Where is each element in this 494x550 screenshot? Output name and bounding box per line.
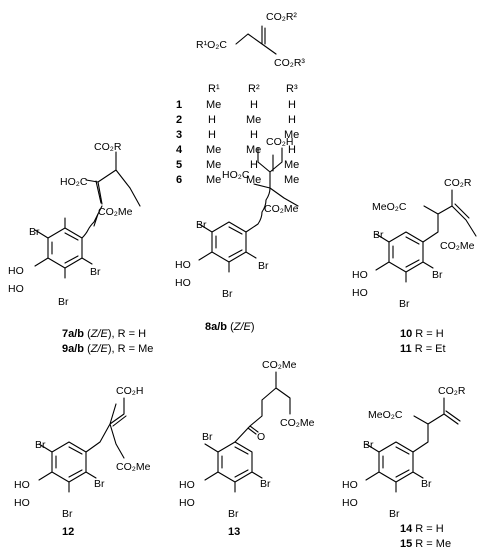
label-12: 12 <box>62 526 74 538</box>
label-14: 14 R = H <box>400 523 444 535</box>
general-structure: R¹O₂C CO₂R² CO₂R³ <box>196 11 305 69</box>
svg-text:O: O <box>257 431 265 443</box>
svg-text:Br: Br <box>35 439 46 451</box>
svg-text:CO₂Me: CO₂Me <box>280 417 315 429</box>
svg-text:CO₂H: CO₂H <box>266 136 293 148</box>
label-r1-ester: R¹O₂C <box>196 39 227 51</box>
table-row: 6 Me Me Me <box>176 174 299 186</box>
svg-text:Me: Me <box>284 159 299 171</box>
svg-text:Br: Br <box>228 508 239 520</box>
svg-text:Me: Me <box>206 174 221 186</box>
structure-13: Br HO HO Br Br O CO₂Me CO₂Me <box>179 359 315 520</box>
svg-text:CO₂Me: CO₂Me <box>440 240 475 252</box>
svg-text:Me: Me <box>206 144 221 156</box>
svg-text:Br: Br <box>363 439 374 451</box>
svg-text:Br: Br <box>432 269 443 281</box>
svg-text:Br: Br <box>90 266 101 278</box>
label-r2-ester: CO₂R² <box>266 11 297 23</box>
label-15: 15 R = Me <box>400 538 451 550</box>
structure-8: Br HO HO Br Br CO₂Me CO₂H HO₂C <box>175 136 299 300</box>
svg-text:H: H <box>288 114 296 126</box>
svg-text:CO₂R: CO₂R <box>438 385 466 397</box>
svg-text:Br: Br <box>389 508 400 520</box>
svg-text:Br: Br <box>58 296 69 308</box>
label-13: 13 <box>228 526 240 538</box>
svg-text:MeO₂C: MeO₂C <box>372 201 407 213</box>
structure-12: Br HO HO Br Br CO₂H CO₂Me <box>14 385 151 520</box>
svg-text:Br: Br <box>62 508 73 520</box>
svg-text:3: 3 <box>176 129 182 141</box>
svg-text:CO₂Me: CO₂Me <box>264 203 299 215</box>
structure-14-15: Br HO HO Br Br MeO₂C CO₂R <box>342 385 466 520</box>
label-10: 10 R = H <box>400 328 444 340</box>
svg-text:H: H <box>250 159 258 171</box>
svg-text:HO: HO <box>342 497 358 509</box>
svg-text:HO₂C: HO₂C <box>60 176 88 188</box>
svg-text:HO: HO <box>352 269 368 281</box>
table-row: 1 Me H H <box>176 99 296 111</box>
table-row: 2 H Me H <box>176 114 296 126</box>
svg-text:6: 6 <box>176 174 182 186</box>
svg-text:HO: HO <box>342 479 358 491</box>
header-r1: R¹ <box>208 83 220 95</box>
svg-text:Me: Me <box>206 159 221 171</box>
svg-text:H: H <box>288 99 296 111</box>
svg-text:Br: Br <box>421 478 432 490</box>
svg-text:HO: HO <box>352 287 368 299</box>
svg-text:Me: Me <box>246 114 261 126</box>
label-7ab: 7a/b (Z/E), R = H <box>62 328 146 340</box>
svg-text:5: 5 <box>176 159 182 171</box>
svg-text:HO: HO <box>14 479 30 491</box>
svg-text:Me: Me <box>284 129 299 141</box>
svg-text:CO₂H: CO₂H <box>116 385 143 397</box>
svg-text:Br: Br <box>94 478 105 490</box>
svg-text:4: 4 <box>176 144 183 156</box>
svg-text:HO: HO <box>179 479 195 491</box>
svg-text:2: 2 <box>176 114 182 126</box>
svg-text:HO₂C: HO₂C <box>222 169 250 181</box>
svg-text:CO₂Me: CO₂Me <box>116 461 151 473</box>
svg-text:CO₂Me: CO₂Me <box>98 206 133 218</box>
svg-text:HO: HO <box>8 265 24 277</box>
structure-7-9: Br HO HO Br Br CO₂Me CO₂R HO₂C <box>8 141 141 308</box>
svg-text:HO: HO <box>175 259 191 271</box>
table-row: 5 Me H Me <box>176 159 299 171</box>
svg-text:CO₂R: CO₂R <box>444 177 472 189</box>
svg-text:Br: Br <box>399 298 410 310</box>
label-9ab: 9a/b (Z/E), R = Me <box>62 343 153 355</box>
svg-text:H: H <box>208 114 216 126</box>
header-r3: R³ <box>286 83 298 95</box>
svg-text:HO: HO <box>179 497 195 509</box>
structure-10-11: Br HO HO Br Br MeO₂C CO₂R CO₂Me <box>352 177 477 310</box>
svg-text:H: H <box>250 129 258 141</box>
svg-text:Br: Br <box>29 226 40 238</box>
svg-text:CO₂R: CO₂R <box>94 141 122 153</box>
svg-text:MeO₂C: MeO₂C <box>368 409 403 421</box>
label-8ab: 8a/b (Z/E) <box>205 321 255 333</box>
svg-text:CO₂Me: CO₂Me <box>262 359 297 371</box>
svg-text:Me: Me <box>246 174 261 186</box>
svg-text:Br: Br <box>258 260 269 272</box>
label-r3-ester: CO₂R³ <box>274 57 305 69</box>
table-row: 3 H H Me <box>176 129 299 141</box>
svg-text:HO: HO <box>14 497 30 509</box>
svg-text:Br: Br <box>373 229 384 241</box>
svg-text:HO: HO <box>8 283 24 295</box>
svg-text:Me: Me <box>246 144 261 156</box>
svg-text:H: H <box>208 129 216 141</box>
svg-text:1: 1 <box>176 99 182 111</box>
svg-text:Br: Br <box>196 219 207 231</box>
svg-text:H: H <box>288 144 296 156</box>
header-r2: R² <box>248 83 260 95</box>
svg-text:Me: Me <box>284 174 299 186</box>
svg-text:Br: Br <box>202 431 213 443</box>
svg-text:H: H <box>250 99 258 111</box>
svg-text:Br: Br <box>222 288 233 300</box>
svg-text:Br: Br <box>260 478 271 490</box>
svg-text:Me: Me <box>206 99 221 111</box>
svg-text:HO: HO <box>175 277 191 289</box>
label-11: 11 R = Et <box>400 343 446 355</box>
